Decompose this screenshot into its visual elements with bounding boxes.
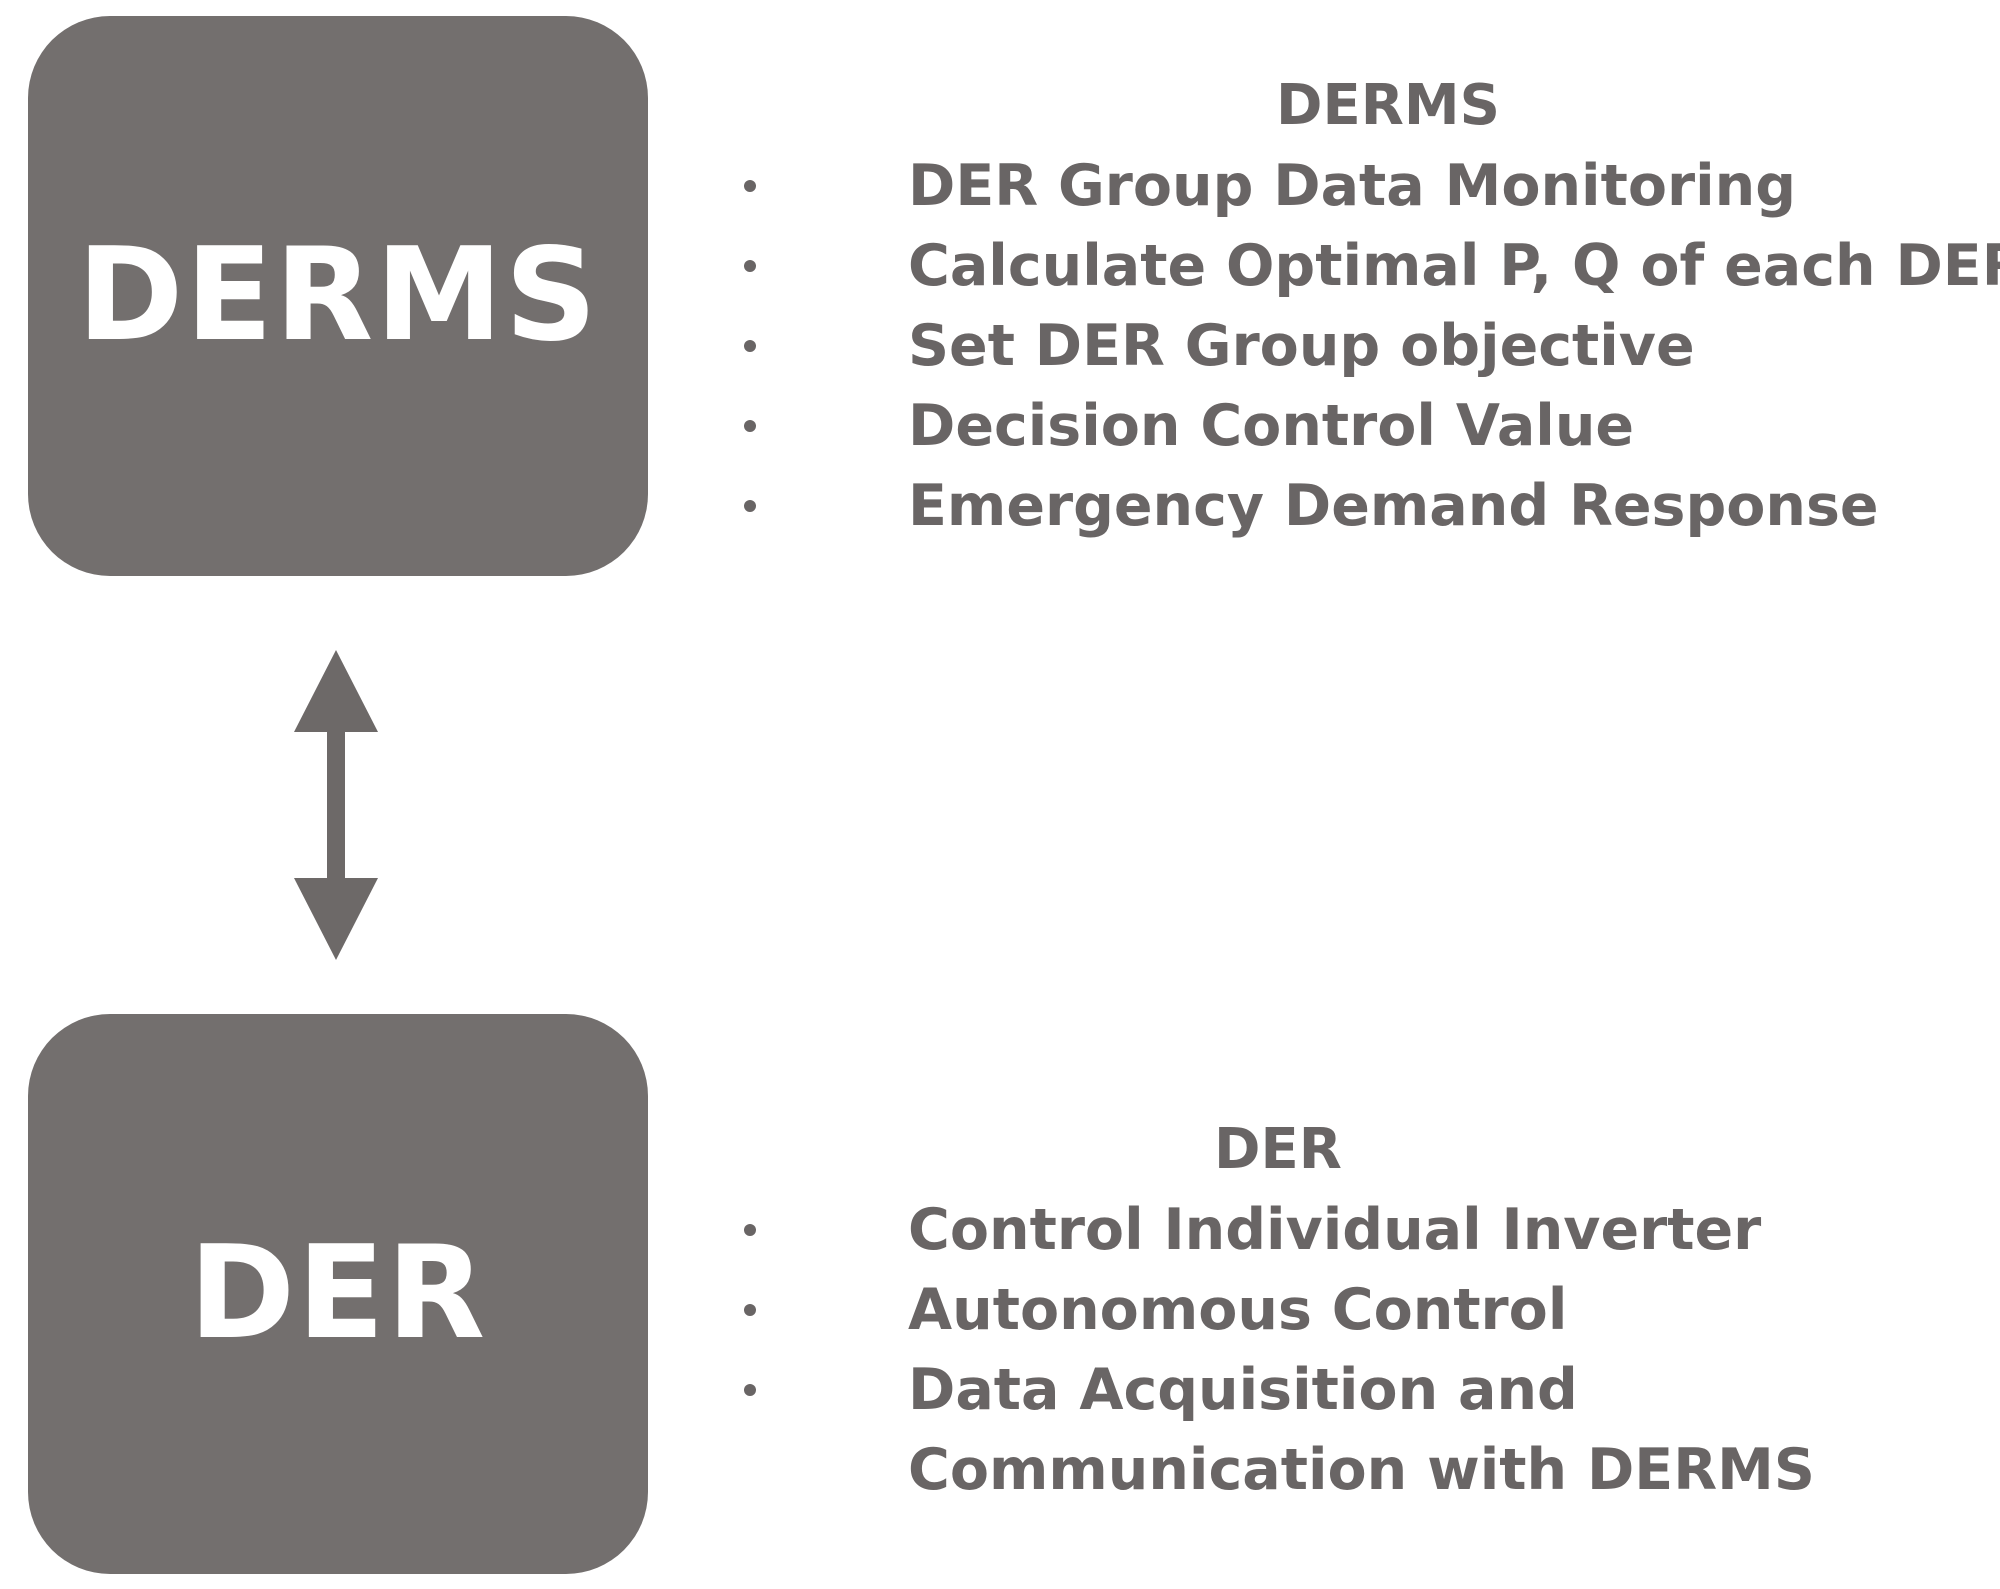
list-item-text: Autonomous Control — [908, 1277, 1568, 1343]
list-item: Autonomous Control — [730, 1270, 1990, 1350]
list-item-text-continued: Communication with DERMS — [908, 1437, 1815, 1503]
der-box: DER — [28, 1014, 648, 1574]
list-item-text: Control Individual Inverter — [908, 1197, 1762, 1263]
bullet-icon — [744, 340, 756, 352]
derms-bullet-list: DER Group Data Monitoring Calculate Opti… — [730, 146, 2000, 546]
der-description: DER Control Individual Inverter Autonomo… — [730, 1110, 1990, 1510]
derms-description: DERMS DER Group Data Monitoring Calculat… — [730, 66, 2000, 546]
derms-box-label: DERMS — [77, 221, 599, 370]
list-item-text: Decision Control Value — [908, 393, 1635, 459]
list-item-text: DER Group Data Monitoring — [908, 153, 1797, 219]
derms-box: DERMS — [28, 16, 648, 576]
list-item: Control Individual Inverter — [730, 1190, 1990, 1270]
der-bullet-list: Control Individual Inverter Autonomous C… — [730, 1190, 1990, 1510]
bullet-icon — [744, 180, 756, 192]
derms-section-title: DERMS — [1276, 73, 1500, 138]
der-section-title: DER — [1214, 1117, 1342, 1182]
list-item-text: Set DER Group objective — [908, 313, 1695, 379]
bullet-icon — [744, 1304, 756, 1316]
bullet-icon — [744, 1384, 756, 1396]
bullet-icon — [744, 500, 756, 512]
bullet-icon — [744, 1224, 756, 1236]
list-item: Set DER Group objective — [730, 306, 1990, 386]
list-item: Decision Control Value — [730, 386, 1990, 466]
bullet-icon — [744, 420, 756, 432]
der-box-label: DER — [188, 1219, 488, 1368]
bullet-icon — [744, 260, 756, 272]
list-item: Emergency Demand Response — [730, 466, 1990, 546]
list-item: DER Group Data Monitoring — [730, 146, 1990, 226]
list-item-text: Calculate Optimal P, Q of each DER — [908, 233, 2000, 299]
list-item-text: Emergency Demand Response — [908, 473, 1879, 539]
list-item: Calculate Optimal P, Q of each DER — [730, 226, 2000, 306]
double-headed-vertical-arrow-icon — [294, 650, 378, 960]
list-item-text: Data Acquisition and — [908, 1357, 1578, 1423]
